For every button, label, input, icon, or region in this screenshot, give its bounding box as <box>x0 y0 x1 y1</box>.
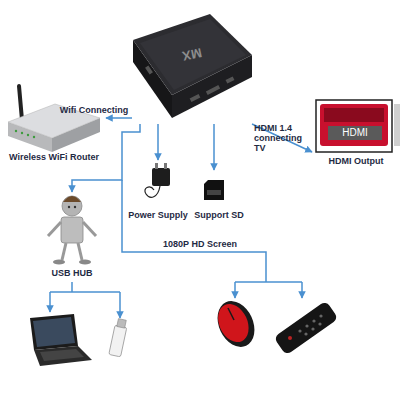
remote-drawing <box>273 301 338 356</box>
device-node: Wireless WiFi Router <box>2 84 106 164</box>
connector-arrow <box>106 117 132 119</box>
device-caption: HDMI Output <box>312 156 400 167</box>
power-adapter-drawing <box>145 163 170 197</box>
device-caption: Support SD <box>188 210 250 221</box>
port-label: HDMI <box>328 126 382 140</box>
connector-label: Wifi Connecting <box>58 105 130 116</box>
device-node: HDMI HDMI Output <box>312 98 400 168</box>
usb-stick-drawing <box>109 319 127 357</box>
mouse-drawing <box>210 295 261 353</box>
connector-arrow <box>157 124 159 160</box>
device-node: Power Supply <box>126 160 190 222</box>
device-caption: USB HUB <box>38 268 106 279</box>
usb-hub-drawing <box>48 196 96 265</box>
tv-box: MX <box>132 14 252 124</box>
brand-logo: MX <box>171 43 213 65</box>
device-caption: Wireless WiFi Router <box>0 152 112 163</box>
line-label: 1080P HD Screen <box>150 239 250 250</box>
connector-arrow <box>252 124 312 152</box>
tv-box-drawing <box>133 14 252 118</box>
laptop-drawing <box>30 314 92 366</box>
device-caption: Power Supply <box>122 210 194 221</box>
connector-label: HDMI 1.4 connecting TV <box>254 123 312 153</box>
router-drawing <box>8 86 100 152</box>
hdmi-port-drawing <box>316 100 400 152</box>
device-node: USB HUB <box>38 192 106 280</box>
device-node: Support SD <box>192 170 246 222</box>
leader-lines <box>50 180 302 318</box>
connector-arrow <box>213 124 215 170</box>
sd-card-drawing <box>204 180 224 200</box>
